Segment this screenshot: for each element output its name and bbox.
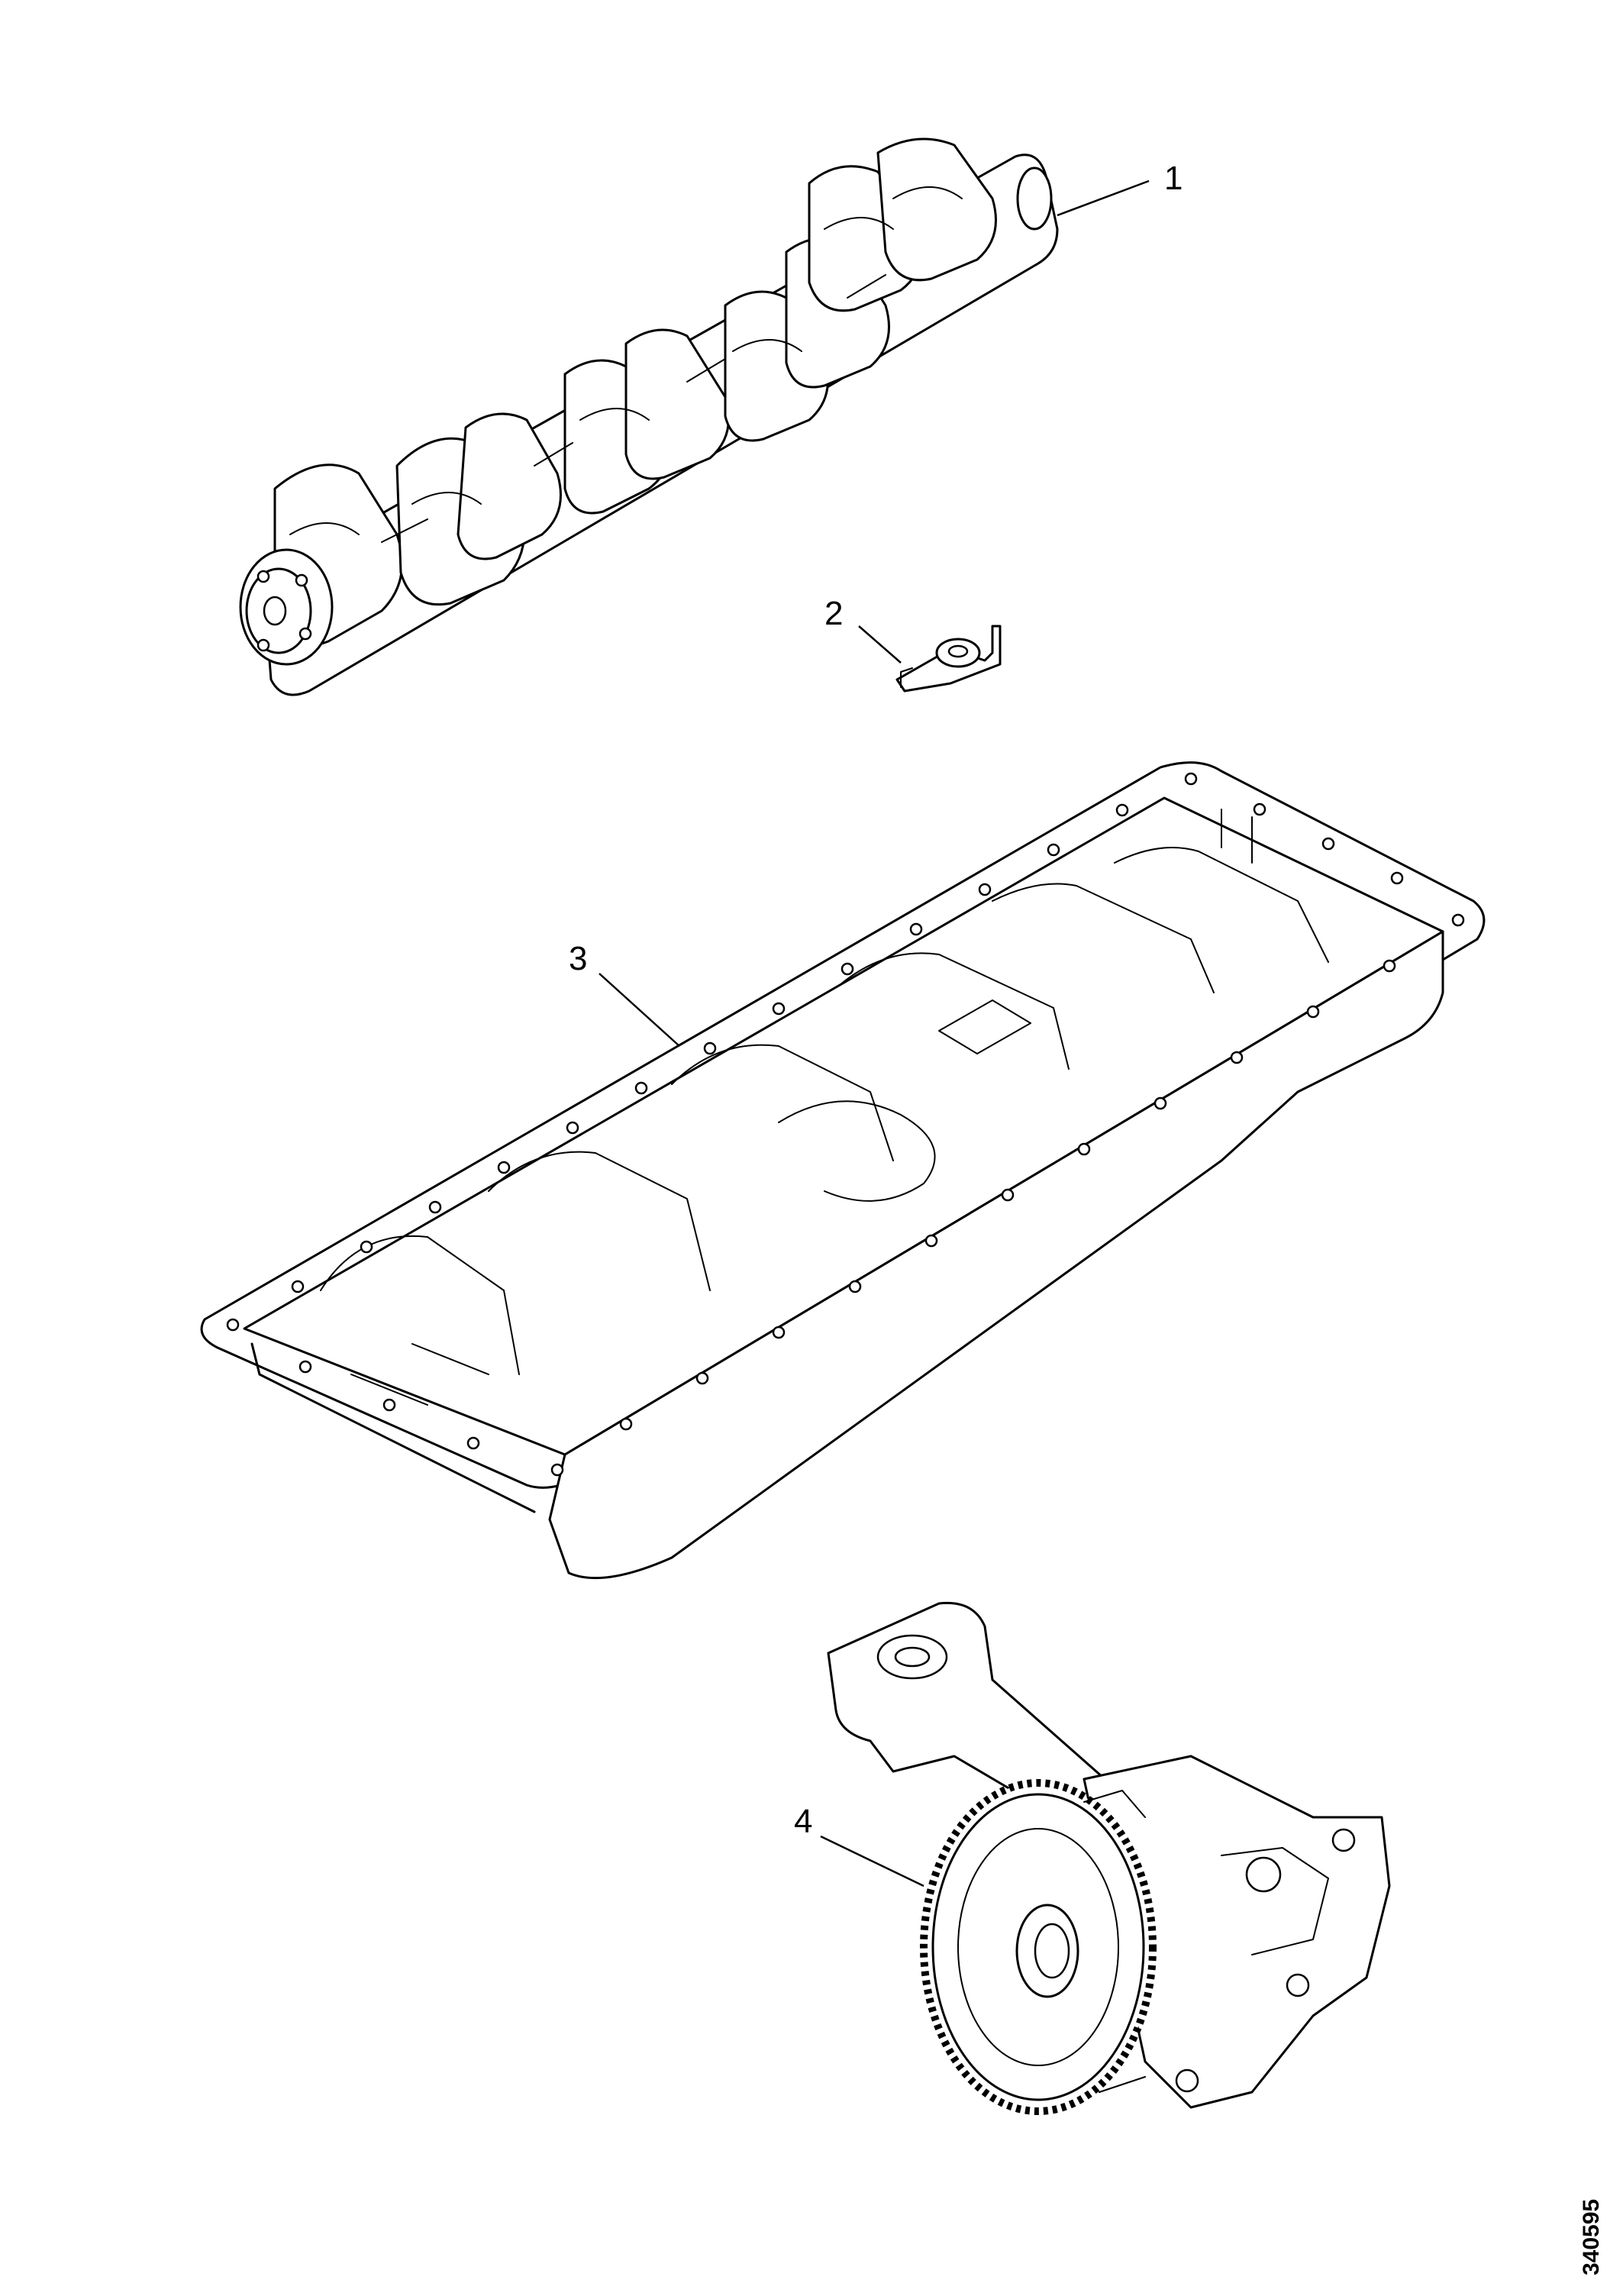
callout-leader-3 (599, 973, 680, 1047)
oil-sump-drawing (200, 761, 1486, 1580)
document-number-text: 340595 (1579, 2198, 1604, 2275)
document-number: 340595 (1571, 2168, 1617, 2275)
callout-leader-1 (1057, 179, 1150, 217)
callout-label-1: 1 (1164, 160, 1183, 197)
callout-leader-2 (858, 625, 902, 664)
oil-pump-drawing (827, 1601, 1391, 2115)
crankshaft-drawing (239, 137, 1059, 696)
callout-label-4: 4 (794, 1803, 812, 1840)
bracket-fitting-drawing (895, 625, 1002, 693)
callout-leader-4 (820, 1835, 924, 1887)
sump-bolt-holes (226, 772, 1465, 1477)
callout-label-3: 3 (569, 940, 587, 977)
pump-gear (920, 1779, 1157, 2115)
callout-label-2: 2 (824, 595, 843, 632)
